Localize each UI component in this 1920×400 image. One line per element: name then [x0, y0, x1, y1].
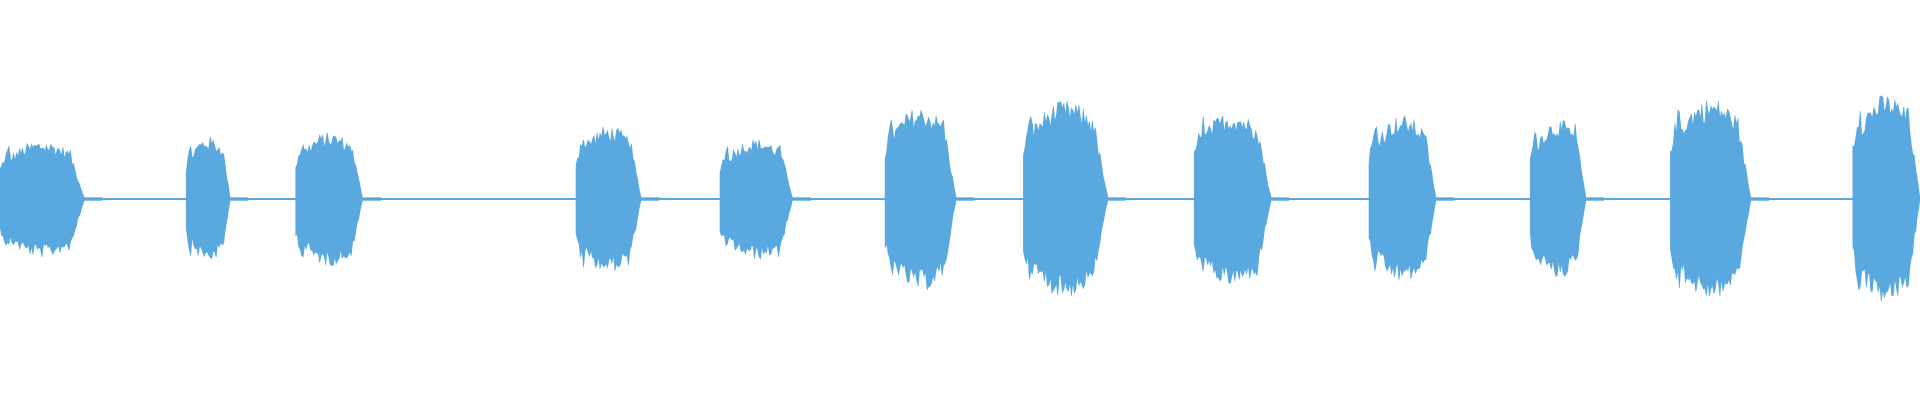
waveform-segment-3 — [295, 132, 364, 267]
waveform-tail-7 — [1107, 197, 1126, 201]
waveform-tail-3 — [362, 197, 381, 201]
waveform-tail-8 — [1271, 197, 1290, 201]
waveform-segment-12 — [1852, 95, 1920, 302]
waveform-segment-7 — [1023, 101, 1109, 296]
waveform-segment-11 — [1670, 100, 1752, 297]
waveform-segment-10 — [1529, 119, 1587, 277]
waveform-tail-5 — [792, 197, 811, 201]
waveform-segment-4 — [575, 126, 642, 272]
waveform-segment-2 — [185, 136, 231, 260]
waveform-segment-5 — [719, 139, 794, 260]
waveform-segment-1 — [0, 142, 85, 258]
waveform-tail-4 — [641, 197, 660, 201]
waveform-tail-10 — [1585, 197, 1604, 201]
waveform-tail-9 — [1436, 197, 1455, 201]
waveform-tail-1 — [84, 197, 103, 201]
waveform-tail-11 — [1751, 197, 1770, 201]
waveform-tail-6 — [956, 197, 975, 201]
waveform-segment-6 — [884, 110, 957, 291]
waveform-tail-2 — [230, 197, 249, 201]
waveform-segment-8 — [1193, 115, 1272, 285]
waveform-segment-9 — [1368, 115, 1437, 281]
